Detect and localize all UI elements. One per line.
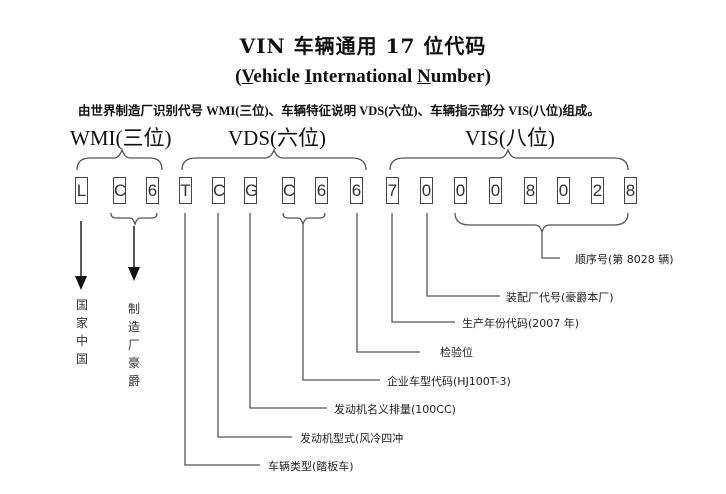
vin-char-box: C [212,177,225,204]
annotation-check-digit: 检验位 [440,346,473,359]
annotation-engine-type: 发动机型式(风冷四冲 [300,432,404,445]
group-label-vis: VIS(八位) [465,126,555,150]
vin-char-box: 6 [315,177,328,204]
vin-char-box: 7 [386,177,399,204]
vin-char-box: 6 [146,177,159,204]
group-label-wmi: WMI(三位) [70,126,172,150]
annotation-model-year: 生产年份代码(2007 年) [462,317,580,330]
annotation-displacement: 发动机名义排量(100CC) [334,403,456,416]
vin-char-box: 8 [624,177,637,204]
vin-char-box: 0 [557,177,570,204]
vin-char-box: C [113,177,126,204]
vin-char-box: 6 [350,177,363,204]
vin-char-box: 8 [524,177,537,204]
vin-char-box: 2 [591,177,604,204]
country-label: 国 家 中 国 [75,298,88,366]
vin-char-box: G [244,177,258,204]
vin-char-box: 0 [420,177,433,204]
description-text: 由世界制造厂识别代号 WMI(三位)、车辆特征说明 VDS(六位)、车辆指示部分… [78,104,600,118]
vin-char-box: 0 [489,177,502,204]
diagram-title: VIN 车辆通用 17 位代码 [239,34,487,58]
vin-char-box: 0 [454,177,467,204]
annotation-sequence: 顺序号(第 8028 辆) [575,253,674,266]
manufacturer-label: 制 造 厂 豪 爵 [127,302,140,388]
annotation-assembly-plant: 装配厂代号(豪爵本厂) [506,291,614,304]
vin-char-box: L [75,177,88,204]
vin-char-box: C [282,177,295,204]
vin-char-box: T [179,177,192,204]
diagram-subtitle: (Vehicle International Number) [235,66,491,87]
annotation-model-code: 企业车型代码(HJ100T-3) [387,375,511,388]
group-label-vds: VDS(六位) [228,126,326,150]
annotation-vehicle-type: 车辆类型(踏板车) [268,460,354,473]
